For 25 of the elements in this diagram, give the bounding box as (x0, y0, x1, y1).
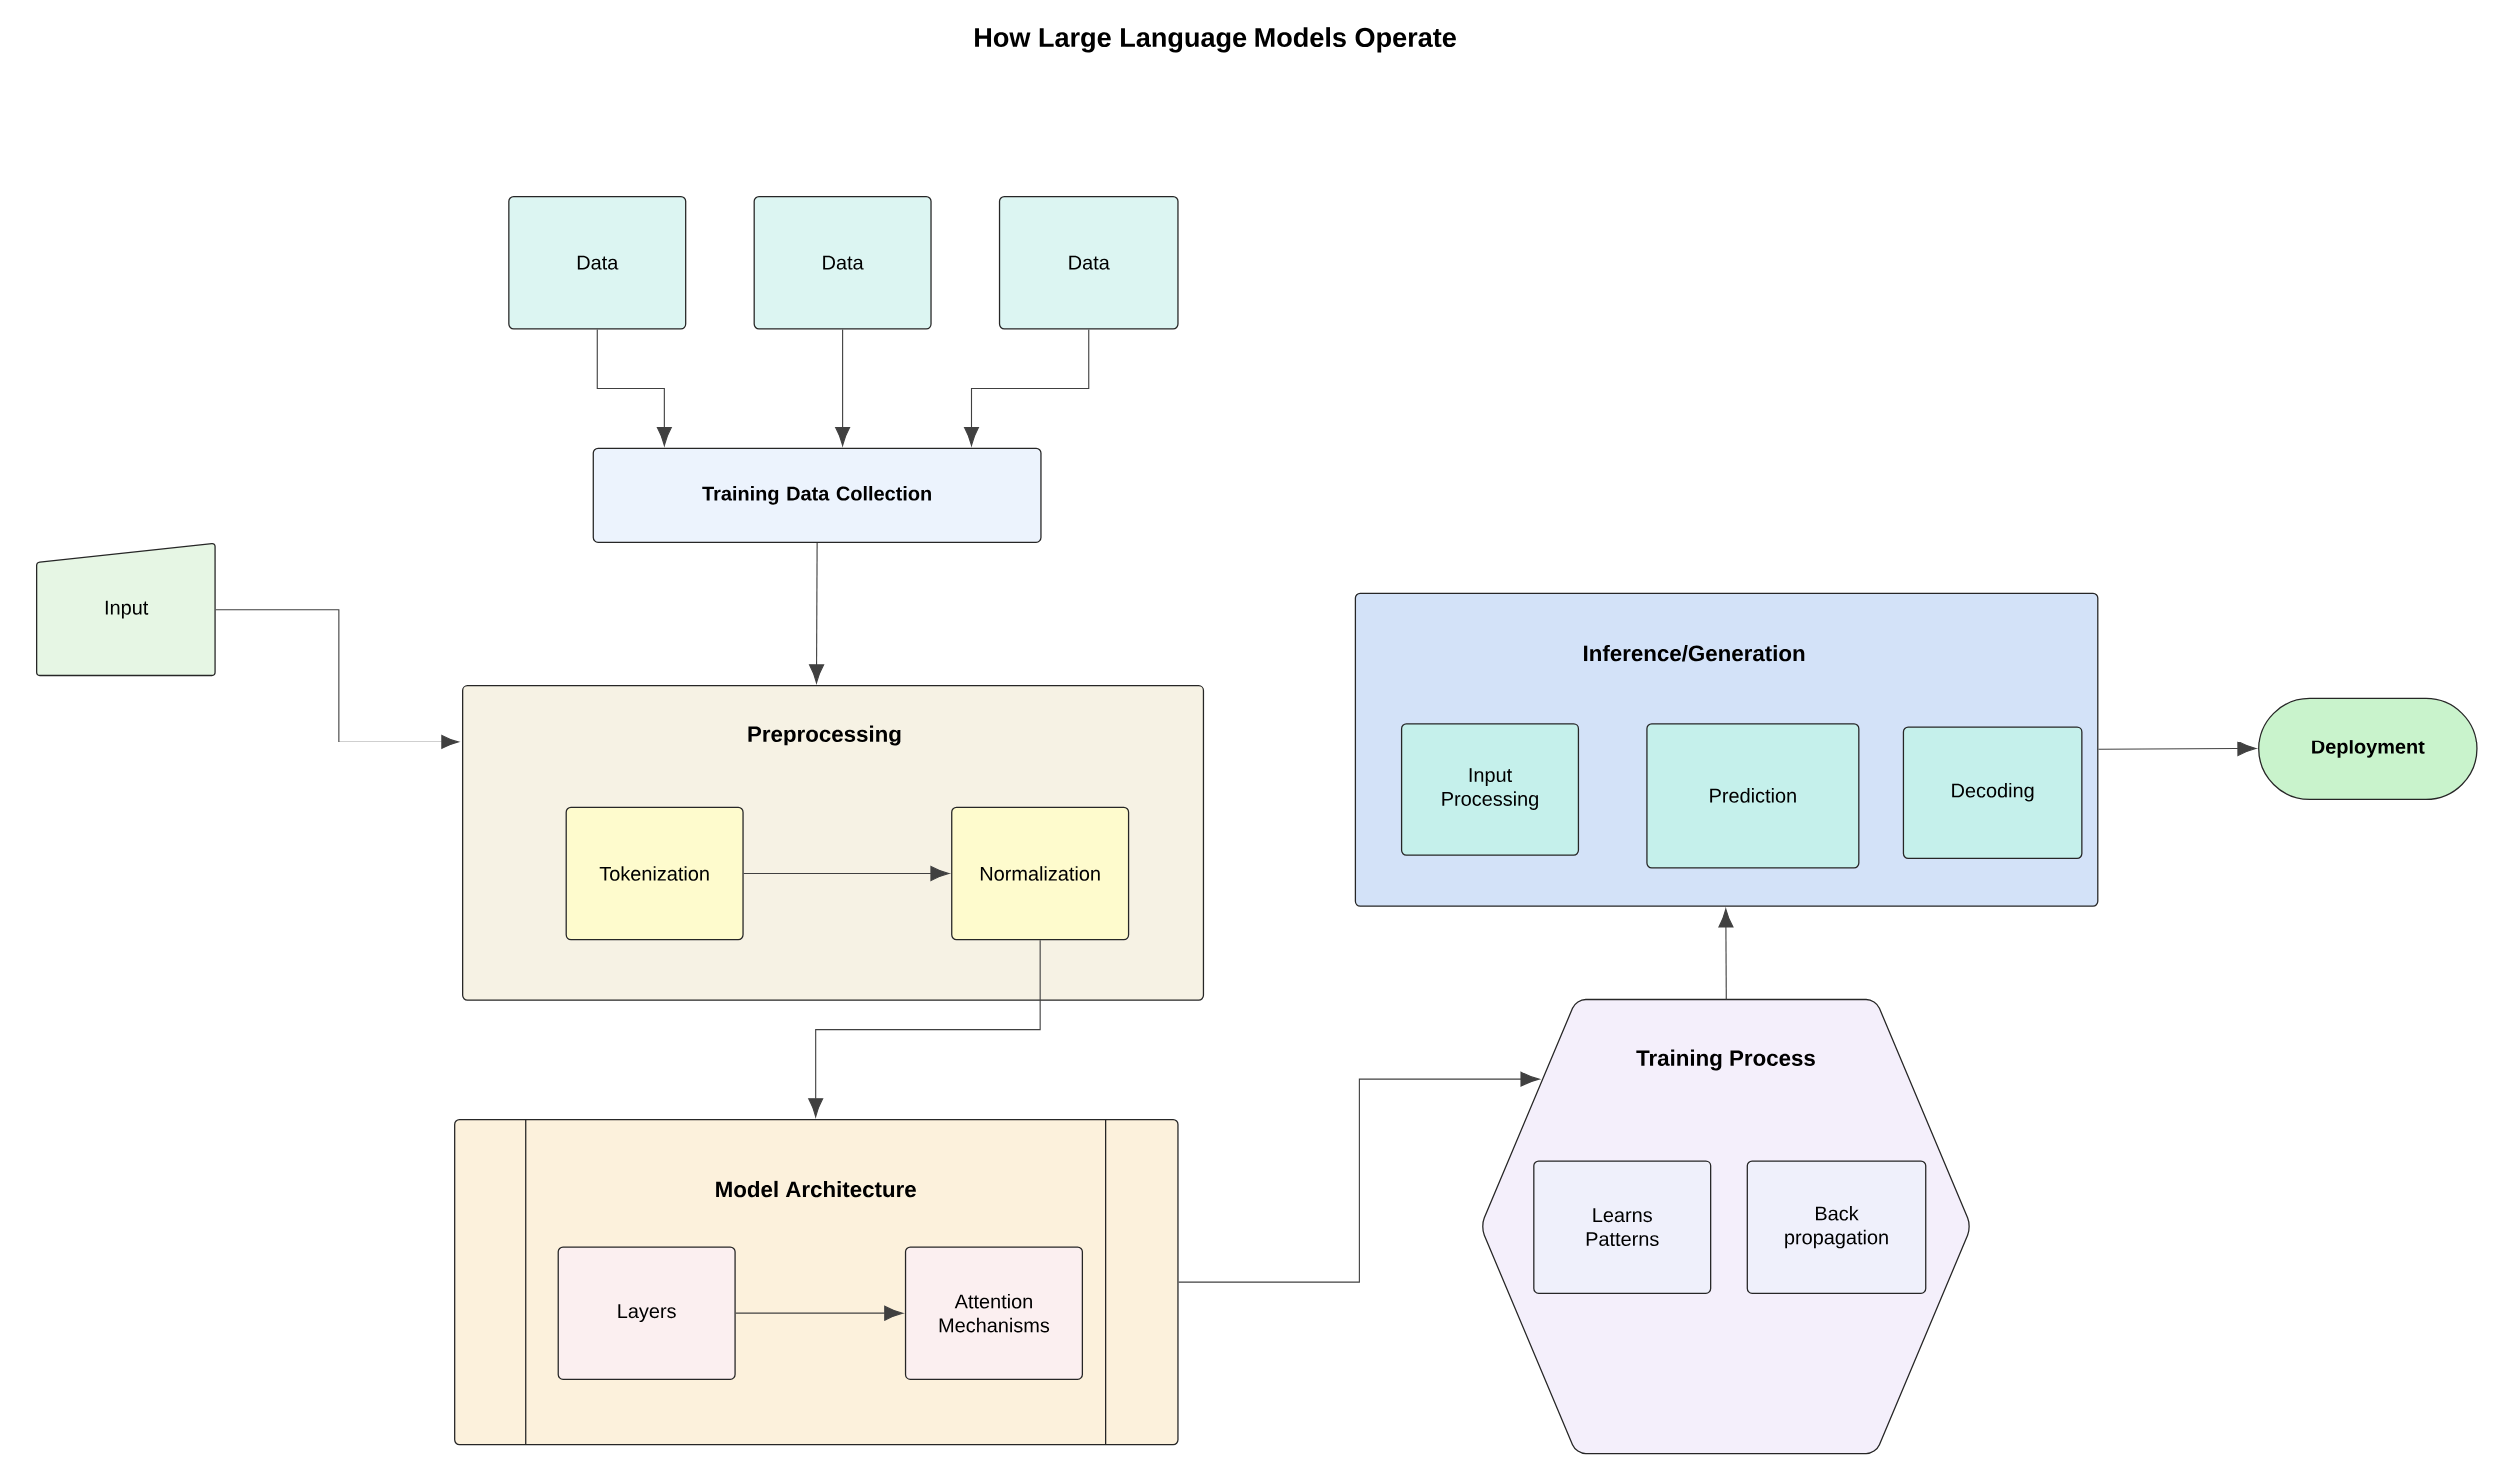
process-box: Data (998, 196, 1179, 330)
process-box: Input Processing (1400, 723, 1580, 856)
arrow (963, 329, 1090, 447)
process-box: Learns Patterns (1533, 1160, 1712, 1294)
process-box: Layers (557, 1246, 736, 1381)
arrow (835, 329, 851, 447)
process-box: Prediction (1646, 723, 1860, 869)
process-box: Data (508, 196, 687, 330)
process-box: Decoding (1902, 726, 2083, 860)
title: How Large Language Models Operate (975, 27, 1456, 53)
arrow (2097, 742, 2257, 757)
arrow (215, 609, 461, 750)
process-box: Normalization (951, 806, 1130, 941)
arrow (1718, 908, 1734, 1001)
arrow (808, 939, 1041, 1118)
arrow (809, 542, 825, 684)
arrow (596, 329, 672, 447)
arrow (743, 866, 950, 882)
process-box: Data (753, 196, 932, 330)
process-box: Training Data Collection (592, 447, 1042, 544)
process-box: Tokenization (565, 806, 744, 941)
process-box: Attention Mechanisms (904, 1246, 1083, 1381)
process-box: Back propagation (1746, 1160, 1927, 1294)
arrow (1178, 1071, 1540, 1283)
arrow (735, 1305, 904, 1321)
